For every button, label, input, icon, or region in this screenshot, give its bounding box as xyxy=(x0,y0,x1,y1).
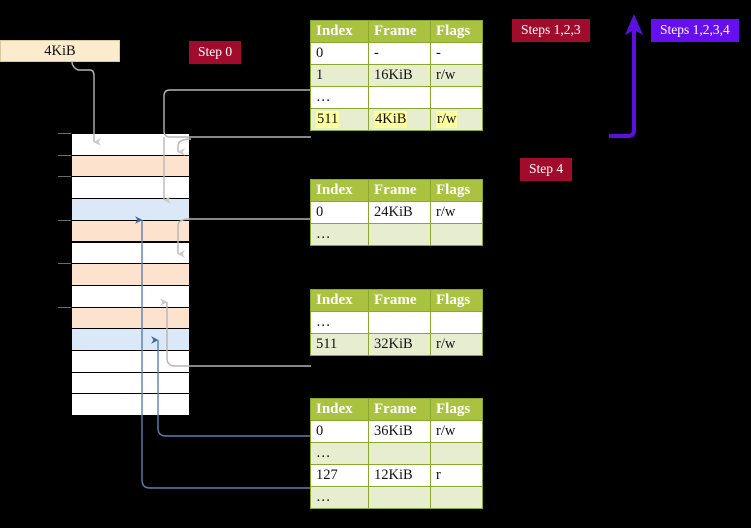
table-row: 0-- xyxy=(310,42,483,65)
memory-row-tick xyxy=(58,219,71,221)
table-cell: r/w xyxy=(430,333,483,356)
highlighted-value: 4KiB xyxy=(374,111,408,128)
memory-frame-row xyxy=(71,133,190,156)
memory-row-tick xyxy=(58,263,71,265)
table-cell: r/w xyxy=(430,108,483,131)
column-header-flags: Flags xyxy=(430,20,483,43)
table-row: … xyxy=(310,486,483,509)
memory-frame-row xyxy=(71,284,190,308)
column-header-flags: Flags xyxy=(430,179,483,202)
table-cell xyxy=(430,442,483,465)
table-cell: 0 xyxy=(310,420,369,443)
column-header-frame: Frame xyxy=(368,398,431,421)
purple-arrowhead xyxy=(625,14,643,35)
memory-frame-row xyxy=(71,393,190,417)
badge-steps-123: Steps 1,2,3 xyxy=(512,19,590,42)
column-header-flags: Flags xyxy=(430,289,483,312)
memory-frame-row xyxy=(71,219,190,243)
table-cell: … xyxy=(310,223,369,246)
table-cell xyxy=(368,223,431,246)
table-cell: … xyxy=(310,311,369,334)
table-cell xyxy=(368,311,431,334)
physical-memory-column xyxy=(71,133,190,417)
column-header-index: Index xyxy=(310,398,369,421)
frame-4kib-box: 4KiB xyxy=(0,40,120,62)
table-cell: 4KiB xyxy=(368,108,431,131)
column-header-flags: Flags xyxy=(430,398,483,421)
table-row: … xyxy=(310,442,483,465)
table-cell: 511 xyxy=(310,108,369,131)
badge-steps-1234-label: Steps 1,2,3,4 xyxy=(660,22,730,37)
table-cell: 32KiB xyxy=(368,333,431,356)
table-row: 511 4KiB r/w xyxy=(310,108,483,131)
table-cell xyxy=(368,442,431,465)
memory-frame-row xyxy=(71,306,190,330)
frame-4kib-label: 4KiB xyxy=(44,42,76,59)
table-cell: … xyxy=(310,442,369,465)
column-header-index: Index xyxy=(310,20,369,43)
table-row: … xyxy=(310,86,483,109)
table-cell: 24KiB xyxy=(368,201,431,224)
badge-steps-123-label: Steps 1,2,3 xyxy=(521,22,581,37)
table-cell xyxy=(368,486,431,509)
highlighted-value: r/w xyxy=(436,111,458,128)
highlighted-value: 511 xyxy=(316,111,340,128)
table-cell xyxy=(430,223,483,246)
table-cell: 0 xyxy=(310,42,369,65)
table-cell xyxy=(430,486,483,509)
table-cell: … xyxy=(310,86,369,109)
memory-row-tick xyxy=(58,133,71,134)
table-cell xyxy=(430,311,483,334)
badge-step-0: Step 0 xyxy=(189,41,242,64)
memory-row-tick xyxy=(58,154,71,156)
column-header-frame: Frame xyxy=(368,179,431,202)
table-cell: 1 xyxy=(310,64,369,87)
table-cell xyxy=(368,86,431,109)
table-cell: 16KiB xyxy=(368,64,431,87)
table-cell: 127 xyxy=(310,464,369,487)
memory-row-tick xyxy=(58,306,71,308)
badge-steps-1234: Steps 1,2,3,4 xyxy=(651,19,739,42)
table-cell: 12KiB xyxy=(368,464,431,487)
memory-frame-row xyxy=(71,198,190,221)
table-cell: r xyxy=(430,464,483,487)
table-cell: 0 xyxy=(310,201,369,224)
table-cell: r/w xyxy=(430,420,483,443)
column-header-frame: Frame xyxy=(368,20,431,43)
memory-frame-row xyxy=(71,176,190,200)
memory-frame-row xyxy=(71,241,190,265)
table-row: … xyxy=(310,223,483,246)
memory-frame-row xyxy=(71,263,190,286)
table-cell: … xyxy=(310,486,369,509)
table-cell: r/w xyxy=(430,201,483,224)
badge-step-4: Step 4 xyxy=(520,158,573,181)
table-cell: 36KiB xyxy=(368,420,431,443)
column-header-frame: Frame xyxy=(368,289,431,312)
memory-frame-row xyxy=(71,328,190,351)
column-header-index: Index xyxy=(310,289,369,312)
column-header-index: Index xyxy=(310,179,369,202)
memory-frame-row xyxy=(71,350,190,373)
table-cell: - xyxy=(430,42,483,65)
table-cell xyxy=(430,86,483,109)
memory-frame-row xyxy=(71,371,190,395)
table-cell: r/w xyxy=(430,64,483,87)
table-row: … xyxy=(310,311,483,334)
badge-step-0-label: Step 0 xyxy=(198,44,233,59)
badge-step-4-label: Step 4 xyxy=(529,161,564,176)
memory-frame-row xyxy=(71,154,190,178)
table-cell: - xyxy=(368,42,431,65)
memory-row-tick xyxy=(58,176,71,178)
table-cell: 511 xyxy=(310,333,369,356)
